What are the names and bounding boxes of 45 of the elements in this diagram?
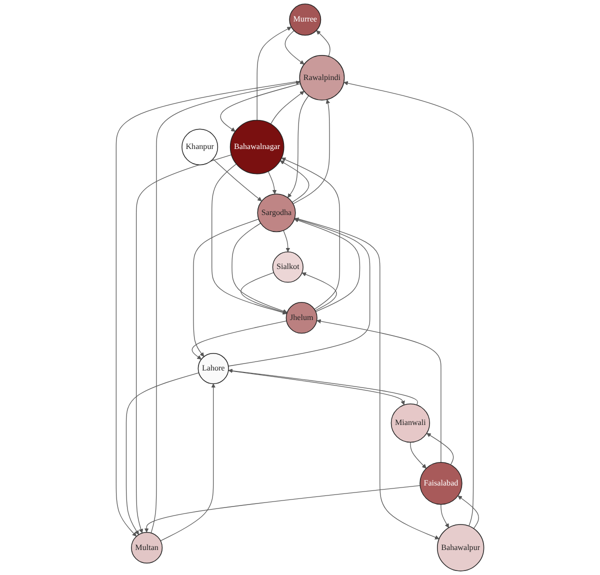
arrow xyxy=(280,160,310,203)
arrow xyxy=(150,80,300,534)
arrow xyxy=(344,81,474,526)
arrow xyxy=(281,158,340,310)
arrow xyxy=(193,218,259,357)
arrow xyxy=(294,218,360,312)
arrow xyxy=(440,504,449,528)
arrow xyxy=(160,384,216,542)
arrow xyxy=(144,485,420,533)
node-circle: Faisalabad xyxy=(420,462,462,505)
arrow xyxy=(288,95,309,198)
arrow xyxy=(192,320,287,360)
arrow xyxy=(316,30,330,57)
node-circle: Rawalpindi xyxy=(299,55,345,100)
arrow xyxy=(302,272,337,311)
arrow xyxy=(232,222,288,314)
arrow xyxy=(256,26,292,121)
node-circle: Lahore xyxy=(198,352,229,384)
arrow xyxy=(316,319,442,463)
arrow xyxy=(220,83,301,132)
arrow xyxy=(426,433,454,466)
arrow xyxy=(228,218,370,366)
node-circle: Jhelum xyxy=(286,302,318,334)
arrow xyxy=(292,99,330,204)
node-circle: Sargodha xyxy=(257,194,296,232)
arrow xyxy=(458,496,479,529)
arrow xyxy=(294,218,440,540)
node-circle: Bahawalpur xyxy=(436,524,484,572)
arrow xyxy=(283,230,290,252)
arrow xyxy=(116,80,300,537)
arrow xyxy=(410,442,426,469)
node-circle: Sialkot xyxy=(272,252,304,283)
arrow xyxy=(270,91,304,124)
arrow xyxy=(136,154,232,534)
arrow xyxy=(126,372,200,535)
arrow xyxy=(212,164,287,315)
node-circle: Mianwali xyxy=(390,403,430,443)
node-circle: Bahawalnagar xyxy=(230,120,284,174)
node-circle: Khanpur xyxy=(182,128,218,166)
arrow xyxy=(284,30,304,64)
arrow xyxy=(212,158,262,202)
arrow xyxy=(240,272,288,314)
node-circle: Murree xyxy=(289,4,322,36)
node-circle: Multan xyxy=(131,532,163,564)
arrow xyxy=(268,171,277,194)
